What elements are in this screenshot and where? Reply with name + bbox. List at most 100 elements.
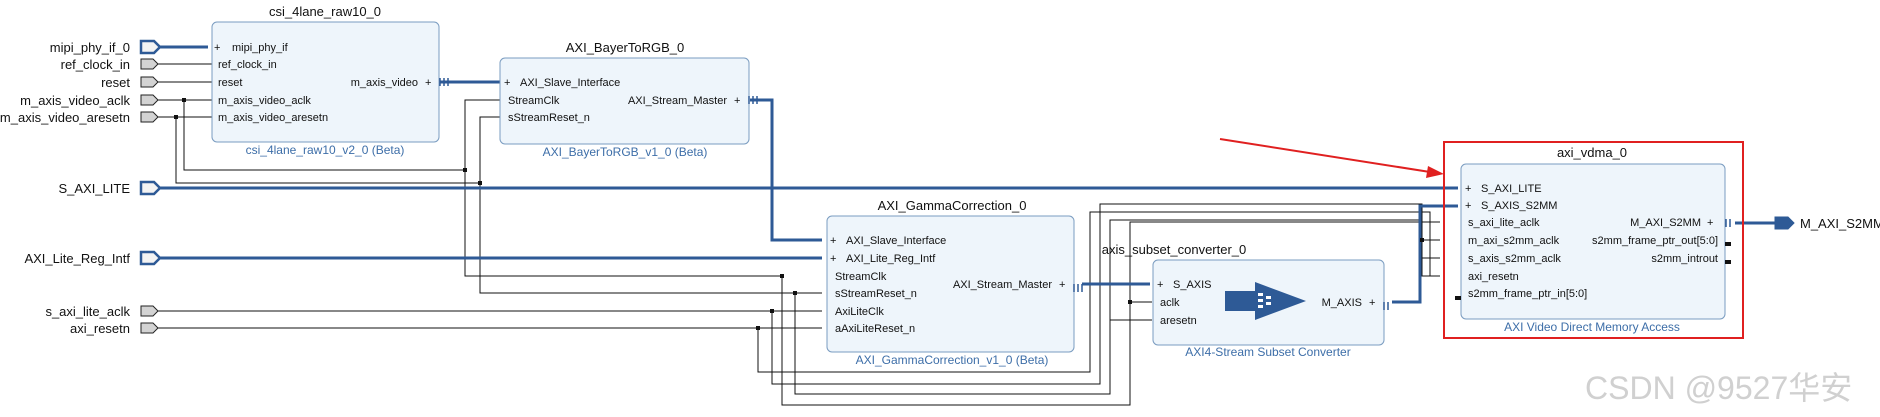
port-icon [140,94,159,106]
ext-port-label: s_axi_lite_aclk [45,304,130,319]
block-subtitle: csi_4lane_raw10_v2_0 (Beta) [246,143,405,157]
pin-s2mm-frame-ptr-out: s2mm_frame_ptr_out[5:0] [1592,235,1718,247]
pin-sstreamreset-n: sStreamReset_n [835,288,917,300]
nets [158,45,1775,406]
bus-bayer-to-gamma [750,98,822,242]
port-icon [140,305,159,317]
pin-aaxilitereset-n: aAxiLiteReset_n [835,323,915,335]
bus-port-icon [139,39,162,55]
output-stubs [1455,242,1731,300]
pin-m-axis-video-aresetn: m_axis_video_aresetn [218,112,328,124]
port-icon [140,76,159,88]
net-aclk-vdma-3 [1421,240,1440,259]
stream-converter-arrow-icon [1225,282,1306,320]
junction-dots [174,98,1424,330]
pin-ref-clock-in: ref_clock_in [218,59,277,71]
net-aresetn-subset [794,219,1422,395]
pin-axi-stream-master: AXI_Stream_Master [628,95,727,107]
ext-port-label: axi_resetn [70,321,130,336]
pin-streamclk: StreamClk [835,271,887,283]
plus-icon[interactable]: + [1059,279,1065,291]
ext-port-label: AXI_Lite_Reg_Intf [24,251,130,266]
ext-port-m-axi-s2mm[interactable]: M_AXI_S2MM [1774,216,1880,231]
ext-port-axi-resetn[interactable]: axi_resetn [70,321,159,336]
block-axi-vdma[interactable]: axi_vdma_0 + S_AXI_LITE + S_AXIS_S2MM s_… [1443,141,1744,339]
pin-m-axis-video-aclk: m_axis_video_aclk [218,95,311,107]
net-aclk-vdma-2 [1421,222,1440,241]
ext-port-m-axis-video-aresetn[interactable]: m_axis_video_aresetn [0,110,159,125]
bus-port-icon [139,180,162,196]
plus-icon[interactable]: + [1157,279,1163,291]
plus-icon[interactable]: + [830,253,836,265]
pin-m-axis: M_AXIS [1322,297,1362,309]
bus-connector-icon [439,78,449,86]
pin-s-axi-lite: S_AXI_LITE [1481,183,1542,195]
net-axi-resetn-vdma [757,211,1431,373]
ext-port-label: S_AXI_LITE [58,181,130,196]
ext-port-s-axi-lite[interactable]: S_AXI_LITE [58,180,162,196]
block-axis-subset-converter[interactable]: axis_subset_converter_0 + S_AXIS aclk ar… [1102,242,1385,359]
bus-connector-icon [1073,284,1083,292]
ext-port-mipi-phy-if-0[interactable]: mipi_phy_if_0 [50,39,162,55]
block-axi-gamma-correction[interactable]: AXI_GammaCorrection_0 + AXI_Slave_Interf… [826,198,1075,367]
bus-port-icon [139,250,162,266]
pin-m-axis-video: m_axis_video [351,77,418,89]
port-icon [140,58,159,70]
external-ports-left: mipi_phy_if_0 ref_clock_in reset m_axis_… [0,39,162,336]
net-aresetn-vdma [1421,220,1440,277]
block-csi-4lane-raw10[interactable]: csi_4lane_raw10_0 + mipi_phy_if ref_cloc… [211,4,440,157]
bus-connector-icon [1725,219,1731,227]
pin-m-axi-s2mm: M_AXI_S2MM [1630,217,1701,229]
block-subtitle: AXI_GammaCorrection_v1_0 (Beta) [856,353,1049,367]
ext-port-m-axis-video-aclk[interactable]: m_axis_video_aclk [20,93,159,108]
net-aclk-gamma [464,170,782,277]
plus-icon[interactable]: + [425,77,431,89]
ext-port-label: mipi_phy_if_0 [50,40,130,55]
plus-icon[interactable]: + [1369,297,1375,309]
plus-icon[interactable]: + [734,95,740,107]
pin-streamclk: StreamClk [508,95,560,107]
plus-icon[interactable]: + [214,42,220,54]
ext-port-s-axi-lite-aclk[interactable]: s_axi_lite_aclk [45,304,159,319]
plus-icon[interactable]: + [830,235,836,247]
pin-s-axis-s2mm: S_AXIS_S2MM [1481,200,1557,212]
watermark: CSDN @9527华安 [1585,370,1852,406]
block-axi-bayer-to-rgb[interactable]: AXI_BayerToRGB_0 + AXI_Slave_Interface S… [499,40,750,159]
net-aclk-subset [781,276,1152,406]
block-title: axi_vdma_0 [1557,145,1627,160]
net-aresetn-gamma [479,183,822,294]
block-title: axis_subset_converter_0 [1102,242,1247,257]
port-icon [140,322,159,334]
net-aclk-vdma [1129,221,1440,302]
pin-axi-slave-interface: AXI_Slave_Interface [846,235,946,247]
pin-sstreamreset-n: sStreamReset_n [508,112,590,124]
pin-aclk: aclk [1160,297,1180,309]
plus-icon[interactable]: + [504,77,510,89]
plus-icon[interactable]: + [1465,183,1471,195]
plus-icon[interactable]: + [1707,217,1713,229]
block-body [211,21,440,143]
pin-s2mm-introut: s2mm_introut [1651,253,1718,265]
pin-s-axi-lite-aclk: s_axi_lite_aclk [1468,217,1540,229]
pin-aresetn: aresetn [1160,315,1197,327]
ext-port-label: m_axis_video_aclk [20,93,130,108]
ext-port-label: reset [101,75,130,90]
ext-port-ref-clock-in[interactable]: ref_clock_in [61,57,159,72]
highlight-frame [1443,141,1744,339]
pin-mipi-phy-if: mipi_phy_if [232,42,289,54]
plus-icon[interactable]: + [1465,200,1471,212]
pin-axi-lite-reg-intf: AXI_Lite_Reg_Intf [846,253,936,265]
ext-port-axi-lite-reg-intf[interactable]: AXI_Lite_Reg_Intf [24,250,162,266]
block-body [1460,163,1726,320]
ext-port-reset[interactable]: reset [101,75,159,90]
pin-m-axi-s2mm-aclk: m_axi_s2mm_aclk [1468,235,1560,247]
block-title: AXI_GammaCorrection_0 [878,198,1027,213]
block-subtitle: AXI4-Stream Subset Converter [1185,345,1350,359]
annotation-arrow-icon [1219,138,1444,178]
pin-axi-resetn: axi_resetn [1468,271,1519,283]
bus-connector-icons [439,78,1731,310]
bus-subset-to-vdma [1392,204,1458,304]
block-title: AXI_BayerToRGB_0 [566,40,685,55]
block-title: csi_4lane_raw10_0 [269,4,381,19]
